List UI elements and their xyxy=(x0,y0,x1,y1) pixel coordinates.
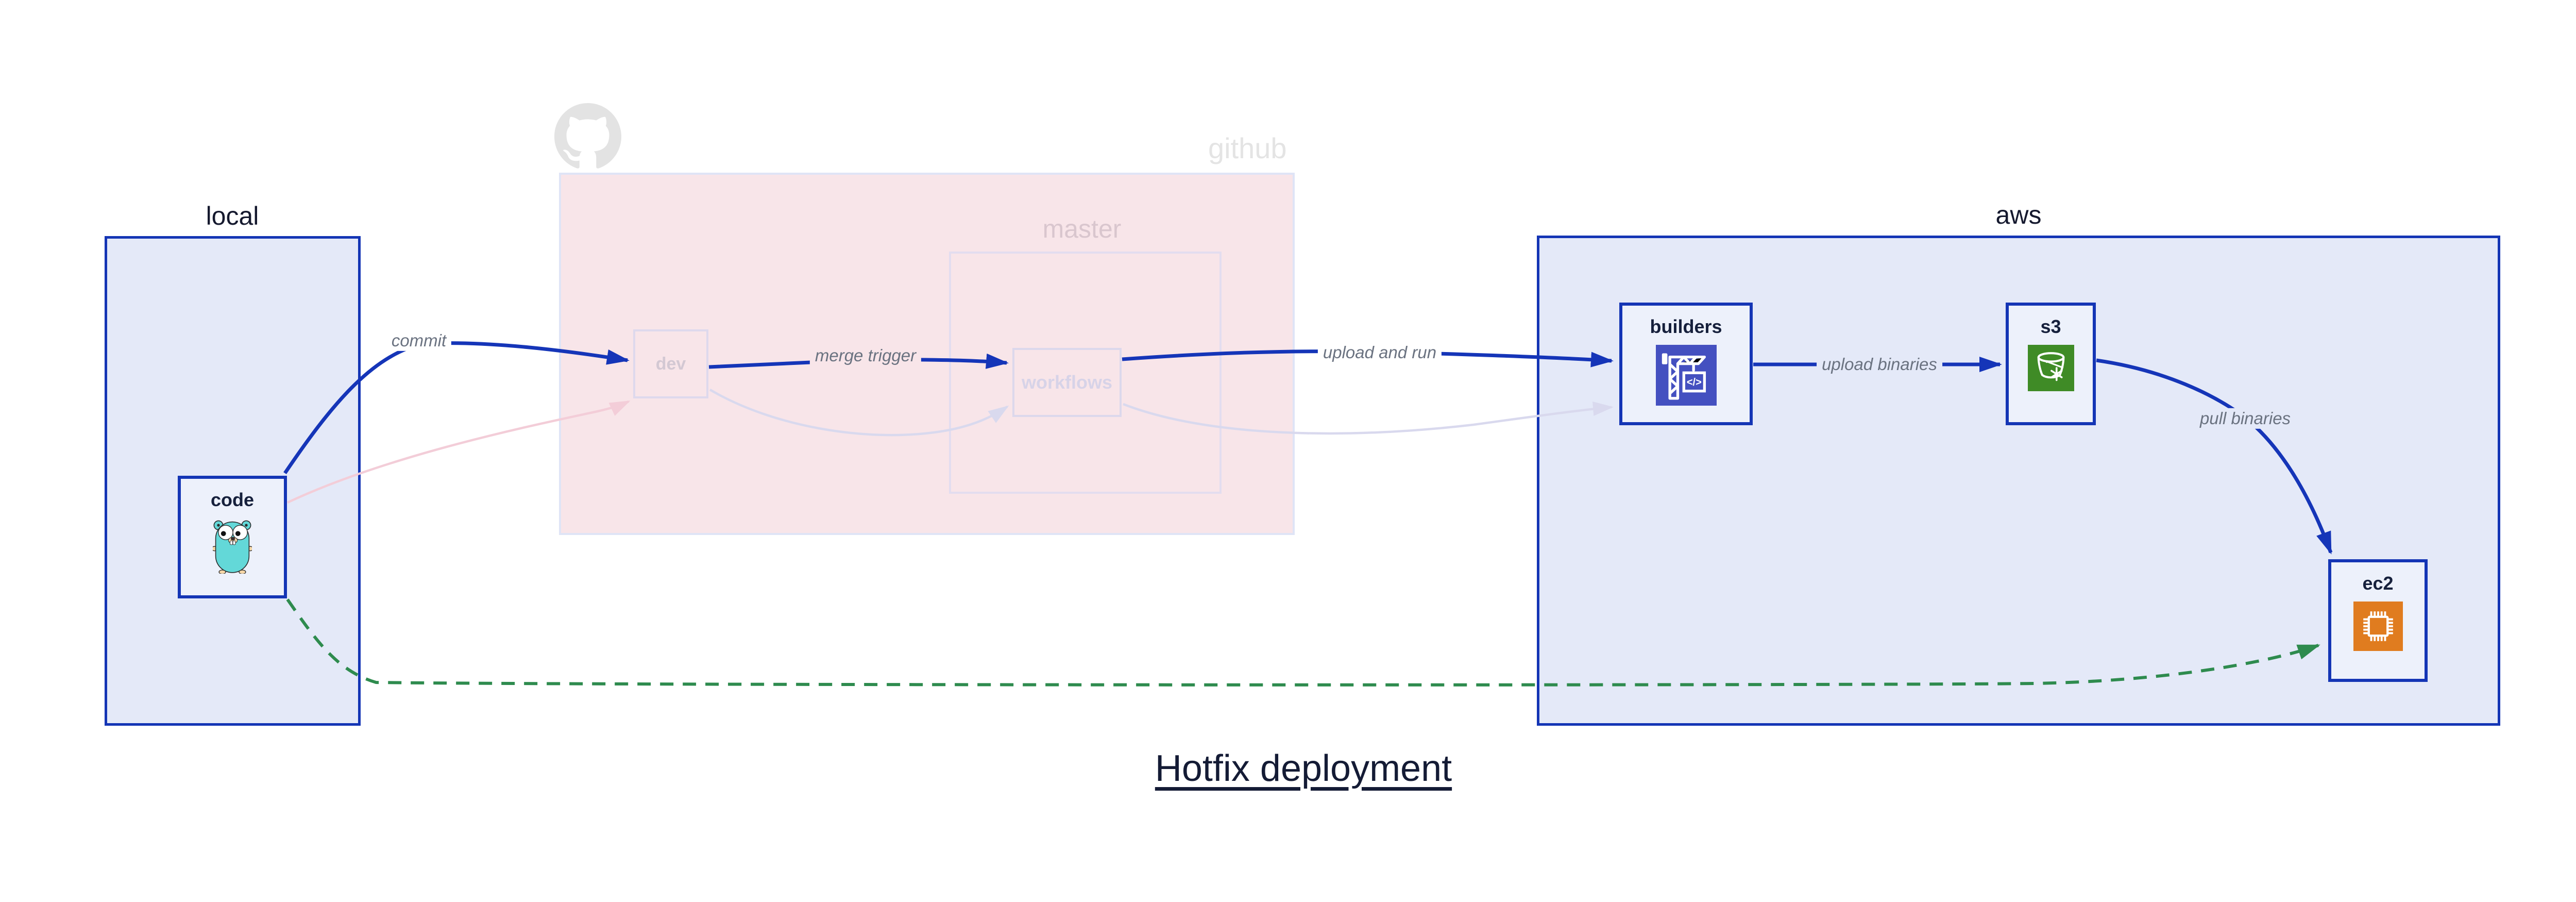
edge-workflows-to-builders-faded xyxy=(1123,402,1614,435)
edge-label-merge-trigger: merge trigger xyxy=(809,345,922,366)
edge-code-to-dev-faded xyxy=(287,400,631,504)
s3-bucket-snowflake-icon xyxy=(2027,345,2074,391)
edge-label-upload-and-run: upload and run xyxy=(1317,342,1442,363)
ec2-chip-icon xyxy=(2353,602,2403,651)
edge-commit xyxy=(283,341,630,474)
edge-dev-to-workflows-faded xyxy=(709,389,1009,437)
node-dev-label: dev xyxy=(655,354,686,374)
edge-pull-binaries xyxy=(2096,358,2333,555)
node-builders-label: builders xyxy=(1650,316,1722,337)
local-container-label: local xyxy=(206,202,259,230)
master-container-label: master xyxy=(1042,214,1122,243)
node-ec2: ec2 xyxy=(2328,559,2428,682)
node-workflows-label: workflows xyxy=(1021,372,1113,393)
edge-label-upload-binaries: upload binaries xyxy=(1817,354,1942,375)
node-code: code xyxy=(178,476,287,598)
github-container-label: github xyxy=(1208,132,1287,164)
codebuild-code-glyph: </> xyxy=(1686,377,1701,388)
codebuild-crane-icon: </> xyxy=(1655,345,1717,406)
edge-label-commit: commit xyxy=(386,330,452,352)
github-container xyxy=(559,173,1295,535)
node-workflows: workflows xyxy=(1012,348,1122,417)
github-octocat-logo-icon xyxy=(554,103,621,169)
go-gopher-icon xyxy=(213,520,252,574)
edge-code-to-ec2-green-dashed xyxy=(286,598,2320,687)
node-s3-label: s3 xyxy=(2040,316,2061,337)
master-branch-container xyxy=(949,252,1222,494)
aws-container-label: aws xyxy=(1995,201,2042,229)
diagram-title: Hotfix deployment xyxy=(1155,748,1452,789)
node-builders: builders </> xyxy=(1619,303,1753,425)
edge-label-pull-binaries: pull binaries xyxy=(2194,408,2296,429)
node-ec2-label: ec2 xyxy=(2362,573,2394,594)
node-dev: dev xyxy=(633,329,708,398)
node-s3: s3 xyxy=(2006,303,2096,425)
node-code-label: code xyxy=(210,489,255,510)
